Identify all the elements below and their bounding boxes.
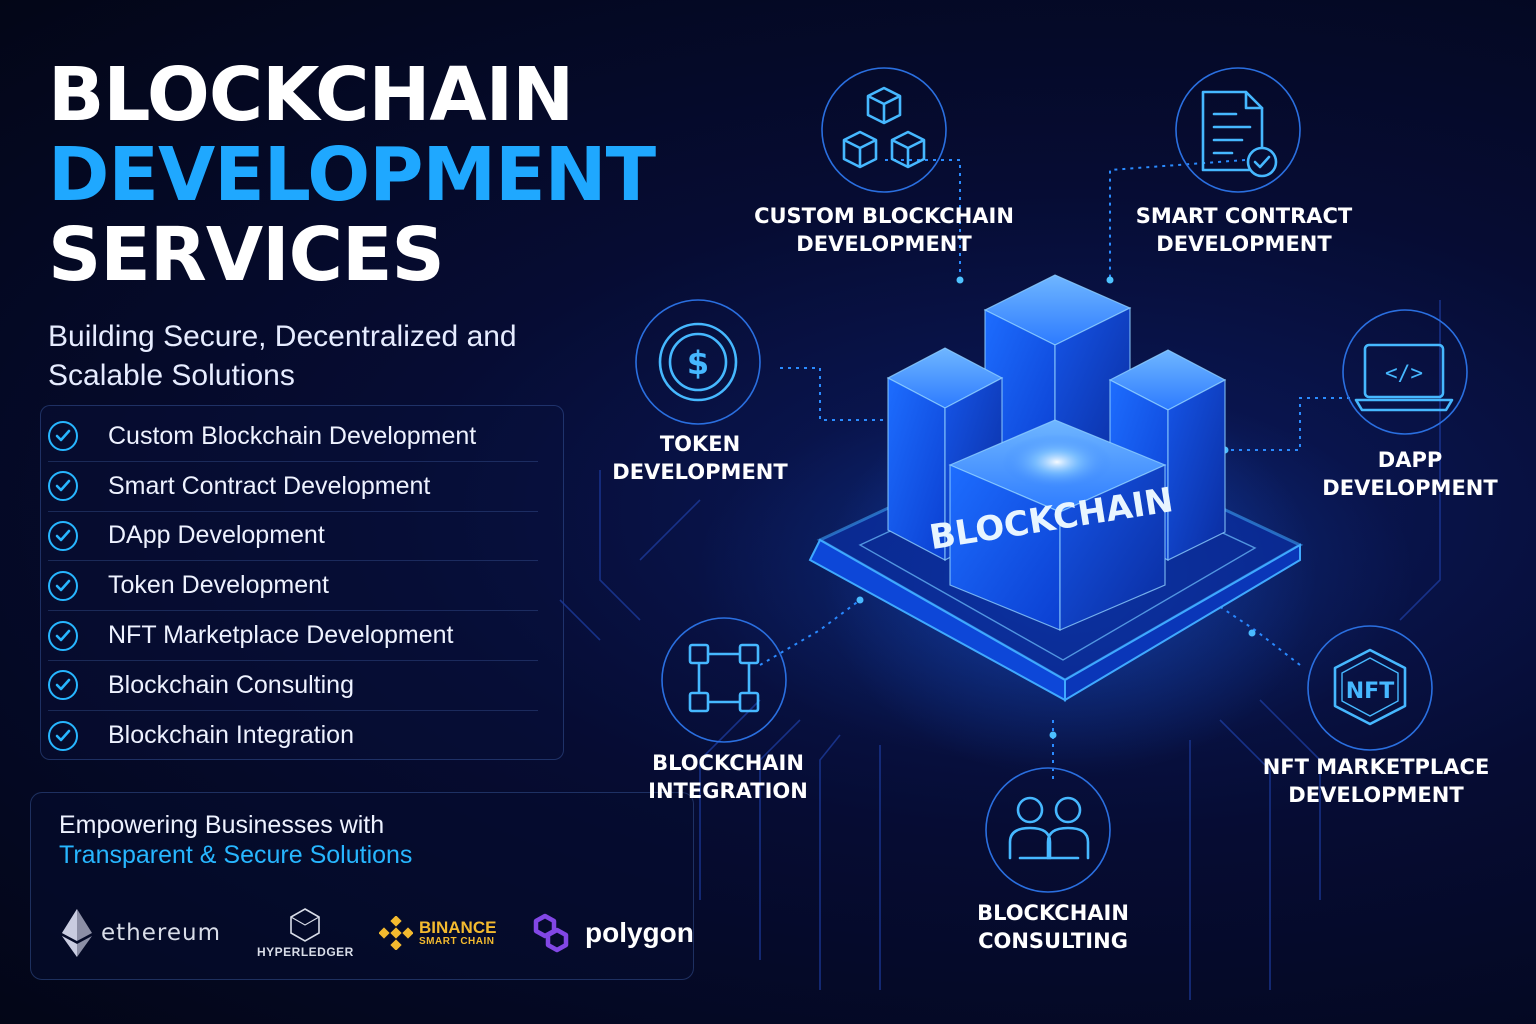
- service-custom-blockchain: CUSTOM BLOCKCHAIN DEVELOPMENT: [754, 202, 1014, 258]
- polygon-label: polygon: [585, 917, 694, 948]
- hyperledger-icon: [290, 908, 321, 942]
- check-circle-icon: [48, 670, 78, 701]
- empower-highlight: Transparent & Secure Solutions: [59, 841, 413, 869]
- service-label-line1: NFT MARKETPLACE: [1262, 755, 1490, 779]
- nft-hexagon-icon: NFT: [1333, 648, 1407, 726]
- laptop-code-icon: </>: [1354, 343, 1454, 412]
- icon-rings: [635, 67, 1468, 893]
- list-item: Smart Contract Development: [48, 462, 538, 512]
- check-circle-icon: [48, 471, 78, 502]
- subtitle: Building Secure, Decentralized and Scala…: [48, 320, 517, 392]
- check-circle-icon: [48, 520, 78, 551]
- binance-logo: BINANCE SMART CHAIN: [379, 901, 496, 965]
- service-label-line2: DEVELOPMENT: [1288, 783, 1464, 807]
- hero-text: BLOCKCHAIN DEVELOPMENT SERVICES Building…: [48, 52, 656, 395]
- nodes-icon: [688, 643, 760, 713]
- list-item: Blockchain Consulting: [48, 661, 538, 711]
- service-label-line2: INTEGRATION: [648, 779, 808, 803]
- binance-sub-label: SMART CHAIN: [419, 935, 495, 947]
- feature-label: NFT Marketplace Development: [108, 621, 454, 650]
- hyperledger-logo: HYPERLEDGER: [257, 901, 354, 965]
- title-line-1: BLOCKCHAIN: [48, 52, 574, 138]
- polygon-logo: polygon: [527, 901, 694, 965]
- service-label-line1: TOKEN: [659, 432, 741, 456]
- dollar-coin-icon: $: [658, 322, 738, 402]
- cubes-icon: [842, 86, 926, 169]
- empower-text: Empowering Businesses with: [59, 811, 385, 839]
- service-consulting: BLOCKCHAIN CONSULTING: [977, 899, 1129, 955]
- service-label-line1: SMART CONTRACT: [1135, 204, 1353, 228]
- partners-panel: Empowering Businesses with Transparent &…: [30, 792, 694, 980]
- list-item: NFT Marketplace Development: [48, 611, 538, 661]
- feature-label: Token Development: [108, 571, 329, 600]
- document-check-icon: [1201, 90, 1278, 178]
- feature-label: Blockchain Consulting: [108, 670, 354, 699]
- svg-text:</>: </>: [1385, 361, 1423, 385]
- nft-badge-label: NFT: [1346, 679, 1394, 704]
- service-integration: BLOCKCHAIN INTEGRATION: [648, 749, 808, 805]
- binance-label: BINANCE: [419, 917, 497, 937]
- feature-label: Custom Blockchain Development: [108, 421, 477, 450]
- service-label-line2: DEVELOPMENT: [612, 460, 788, 484]
- list-item: Custom Blockchain Development: [48, 412, 538, 462]
- check-circle-icon: [48, 720, 78, 751]
- feature-list: Custom Blockchain Development Smart Cont…: [48, 412, 538, 761]
- service-nft-marketplace: NFT MARKETPLACE DEVELOPMENT: [1263, 753, 1490, 809]
- cube-stack: [886, 274, 1227, 631]
- feature-label: DApp Development: [108, 521, 325, 550]
- check-circle-icon: [48, 570, 78, 601]
- ethereum-label: ethereum: [101, 920, 221, 946]
- service-smart-contract: SMART CONTRACT DEVELOPMENT: [1136, 202, 1352, 258]
- title-line-3: SERVICES: [48, 212, 445, 298]
- service-label-line2: CONSULTING: [978, 929, 1128, 953]
- service-token: TOKEN DEVELOPMENT: [612, 430, 787, 486]
- check-circle-icon: [48, 421, 78, 452]
- list-item: Blockchain Integration: [48, 711, 538, 761]
- ethereum-icon: [62, 909, 92, 957]
- service-label-line2: DEVELOPMENT: [796, 232, 972, 256]
- service-label-line2: DEVELOPMENT: [1156, 232, 1332, 256]
- feature-label: Smart Contract Development: [108, 471, 431, 500]
- list-item: DApp Development: [48, 512, 538, 562]
- partner-logos: ethereum HYPERLEDGER BINANCE SMA: [61, 901, 694, 965]
- cube-top-glow: [1002, 434, 1112, 490]
- title-line-2: DEVELOPMENT: [48, 132, 656, 218]
- svg-text:$: $: [687, 344, 709, 382]
- check-circle-icon: [48, 620, 78, 651]
- people-icon: [1008, 796, 1090, 860]
- service-label-line1: BLOCKCHAIN: [652, 751, 804, 775]
- service-label-line1: CUSTOM BLOCKCHAIN: [754, 204, 1014, 228]
- service-dapp: DAPP DEVELOPMENT: [1322, 446, 1497, 502]
- ethereum-logo: ethereum: [61, 901, 221, 965]
- service-label-line2: DEVELOPMENT: [1322, 476, 1498, 500]
- circuit-traces: [559, 300, 1441, 1000]
- service-label-line1: BLOCKCHAIN: [977, 901, 1129, 925]
- feature-label: Blockchain Integration: [108, 721, 354, 750]
- binance-icon: [379, 916, 413, 950]
- polygon-icon: [533, 913, 569, 953]
- hyperledger-label: HYPERLEDGER: [257, 945, 354, 959]
- list-item: Token Development: [48, 561, 538, 612]
- feature-list-panel: [40, 405, 564, 760]
- service-label-line1: DAPP: [1377, 448, 1443, 472]
